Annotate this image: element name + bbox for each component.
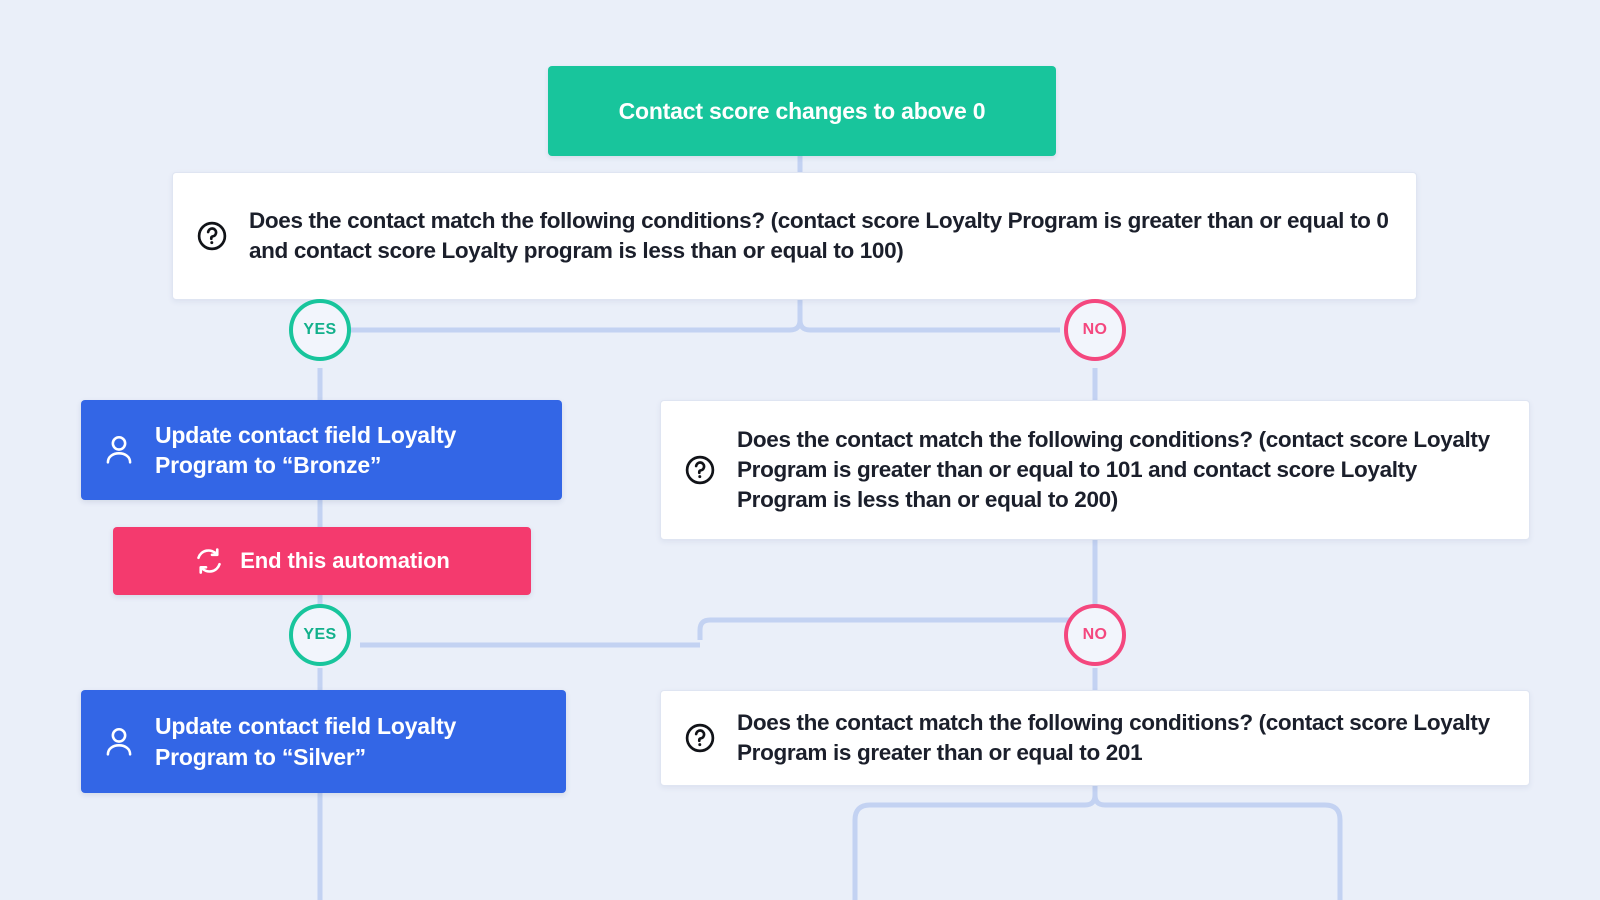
question-mark-icon [195,219,229,253]
loop-icon [194,546,224,576]
end-automation-node-label: End this automation [240,548,450,573]
wire-condition1-to-yes [330,299,803,333]
user-icon [101,724,137,760]
trigger-node-label: Contact score changes to above 0 [618,97,986,124]
wire-condition2-to-yes [697,540,1098,640]
action-node-update-silver-label: Update contact field Loyalty Program to … [155,713,457,770]
question-mark-icon [683,721,717,755]
branch-badge-no-2-label: NO [1082,626,1108,643]
trigger-node-contact-score[interactable]: Contact score changes to above 0 [548,66,1056,156]
action-node-update-bronze[interactable]: Update contact field Loyalty Program to … [81,400,562,500]
end-automation-node[interactable]: End this automation [113,527,531,595]
question-mark-icon [683,453,717,487]
condition-node-3[interactable]: Does the contact match the following con… [660,690,1530,786]
branch-badge-no-1[interactable]: NO [1064,299,1126,361]
branch-badge-no-2[interactable]: NO [1064,604,1126,666]
action-node-update-bronze-label: Update contact field Loyalty Program to … [155,421,457,478]
branch-badge-yes-1-label: YES [303,321,337,338]
condition-node-2[interactable]: Does the contact match the following con… [660,400,1530,540]
action-node-update-silver[interactable]: Update contact field Loyalty Program to … [81,690,566,793]
branch-badge-yes-2-label: YES [303,626,337,643]
condition-node-3-label: Does the contact match the following con… [737,709,1490,765]
condition-node-1[interactable]: Does the contact match the following con… [172,172,1417,300]
wire-condition3-to-no [1092,785,1343,900]
condition-node-2-label: Does the contact match the following con… [737,426,1490,513]
branch-badge-yes-2[interactable]: YES [289,604,351,666]
wire-condition1-to-no [797,299,1060,333]
branch-badge-no-1-label: NO [1082,321,1108,338]
branch-badge-yes-1[interactable]: YES [289,299,351,361]
user-icon [101,432,137,468]
condition-node-1-label: Does the contact match the following con… [249,207,1389,263]
wire-condition3-to-yes [852,785,1098,900]
